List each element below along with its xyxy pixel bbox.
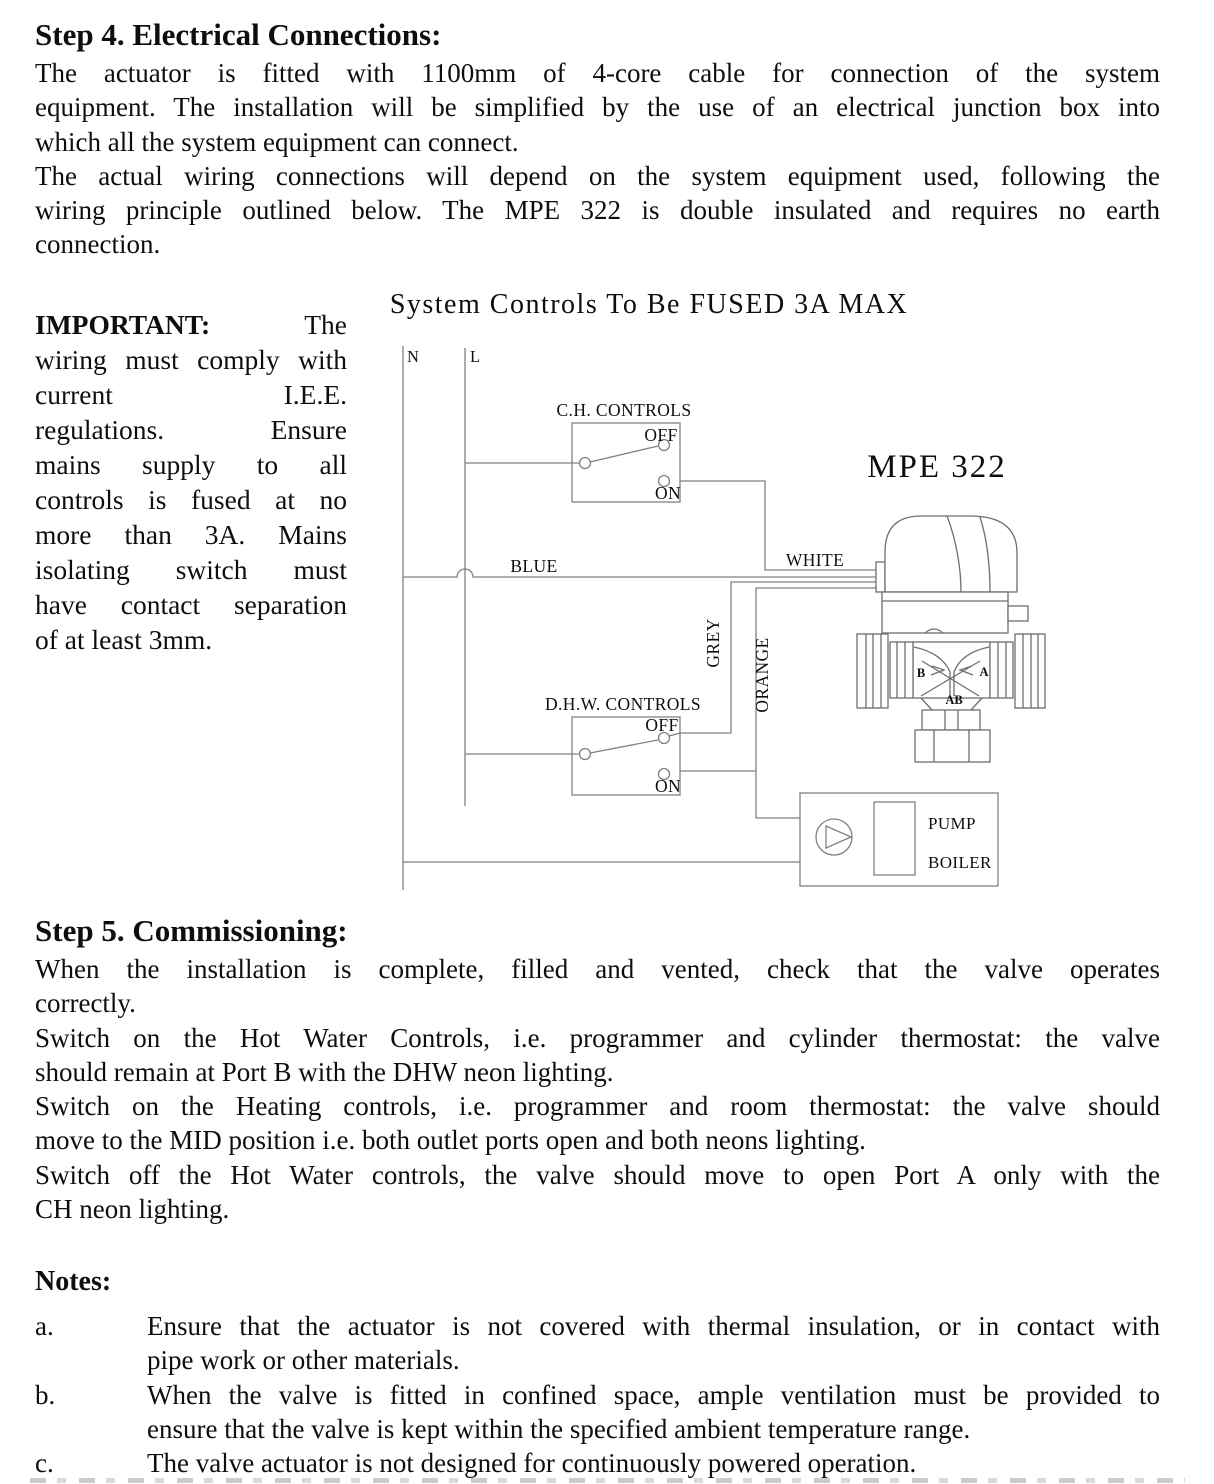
- wires: BLUE WHITE GREY ORANGE: [403, 480, 880, 863]
- text-line: When the installation is complete, fille…: [35, 954, 1160, 984]
- section-notes: Notes: a. Ensure that the actuator is no…: [35, 1264, 1160, 1480]
- boiler-element: [873, 801, 916, 876]
- blue-label: BLUE: [510, 556, 557, 576]
- text-line: When the valve is fitted in confined spa…: [147, 1379, 1160, 1410]
- pump-label: PUMP: [928, 814, 976, 833]
- note-item-label: b.: [35, 1379, 56, 1410]
- step4-paragraphs: The actuator is fitted with 1100mm of 4-…: [35, 56, 1160, 262]
- note-item: a. Ensure that the actuator is not cover…: [35, 1309, 1160, 1378]
- dhw-on-label: ON: [655, 776, 681, 796]
- port-ab-nut: [914, 729, 991, 763]
- note-item-label: a.: [35, 1311, 54, 1341]
- text-line: mains supply to all: [35, 449, 347, 480]
- notes-heading: Notes:: [35, 1266, 112, 1297]
- text-line: The actual wiring connections will depen…: [35, 160, 1160, 191]
- text-line: The actuator is fitted with 1100mm of 4-…: [35, 58, 1160, 88]
- port-a-label: A: [979, 665, 988, 679]
- text-line: IMPORTANT: The: [35, 307, 347, 342]
- text-line: connection.: [35, 229, 161, 260]
- notes-list: a. Ensure that the actuator is not cover…: [35, 1309, 1160, 1480]
- port-a-nut: [1014, 633, 1046, 709]
- text-line: wiring principle outlined below. The MPE…: [35, 195, 1160, 226]
- blue-wire: [403, 568, 880, 578]
- dhw-controls-switch: D.H.W. CONTROLS OFF ON: [465, 694, 701, 796]
- actuator-base: [881, 591, 1009, 634]
- port-a-arrow-icon: [958, 665, 974, 676]
- step5-heading: Step 5. Commissioning:: [35, 913, 348, 948]
- text-line: which all the system equipment can conne…: [35, 126, 519, 157]
- step5-paragraphs: When the installation is complete, fille…: [35, 952, 1160, 1226]
- text-line: have contact separation: [35, 589, 347, 620]
- section-step4: Step 4. Electrical Connections: The actu…: [35, 14, 1160, 262]
- text-line: isolating switch must: [35, 554, 347, 585]
- text-line: Switch on the Hot Water Controls, i.e. p…: [35, 1022, 1160, 1053]
- text-line: regulations. Ensure: [35, 414, 347, 445]
- text-line: move to the MID position i.e. both outle…: [35, 1125, 866, 1156]
- note-item: c. The valve actuator is not designed fo…: [35, 1446, 1160, 1480]
- port-b-arrow-icon: [930, 665, 946, 676]
- text-line: wiring must comply with: [35, 344, 347, 375]
- wiring-diagram: System Controls To Be FUSED 3A MAX N L B…: [390, 289, 1046, 890]
- actuator-side-tab: [1007, 605, 1029, 622]
- actuator-head: [884, 515, 1018, 593]
- neutral-label: N: [407, 347, 419, 366]
- text-line: ensure that the valve is kept within the…: [147, 1413, 971, 1444]
- ch-controls-label: C.H. CONTROLS: [556, 400, 691, 420]
- grey-label: GREY: [703, 618, 723, 667]
- text-line: Switch on the Heating controls, i.e. pro…: [35, 1091, 1160, 1122]
- important-note: IMPORTANT: The wiring must comply with c…: [35, 307, 347, 657]
- text-line: more than 3A. Mains: [35, 519, 347, 550]
- note-item: b. When the valve is fitted in confined …: [35, 1378, 1160, 1447]
- ch-off-label: OFF: [644, 425, 677, 445]
- note-item-label: c.: [35, 1448, 54, 1479]
- grey-wire: [680, 581, 880, 734]
- diagram-title: System Controls To Be FUSED 3A MAX: [390, 289, 908, 320]
- pump-icon: [815, 818, 853, 856]
- orange-label: ORANGE: [752, 637, 772, 712]
- boiler-label: BOILER: [928, 853, 992, 872]
- text-line: current I.E.E.: [35, 379, 347, 410]
- text-line: equipment. The installation will be simp…: [35, 92, 1160, 123]
- port-b-label: B: [917, 666, 925, 680]
- important-first-line-rest: The: [304, 309, 347, 340]
- section-step5: Step 5. Commissioning: When the installa…: [35, 910, 1160, 1226]
- orange-wire: [755, 587, 880, 819]
- ch-controls-switch: C.H. CONTROLS OFF ON: [465, 400, 691, 503]
- step4-heading: Step 4. Electrical Connections:: [35, 17, 442, 52]
- important-label: IMPORTANT:: [35, 309, 211, 340]
- text-line: CH neon lighting.: [35, 1194, 230, 1225]
- valve-actuator-drawing: MPE 322 B A AB: [856, 449, 1046, 763]
- text-line: Switch off the Hot Water controls, the v…: [35, 1159, 1160, 1190]
- actuator-model-label: MPE 322: [867, 449, 1007, 485]
- cable-gland: [875, 561, 886, 593]
- text-line: pipe work or other materials.: [147, 1345, 460, 1376]
- text-line: Ensure that the actuator is not covered …: [147, 1311, 1160, 1341]
- dhw-off-label: OFF: [645, 715, 678, 735]
- text-line: should remain at Port B with the DHW neo…: [35, 1056, 614, 1087]
- port-ab-label: AB: [945, 693, 962, 707]
- mains-rails: N L: [402, 346, 480, 890]
- text-line: of at least 3mm.: [35, 624, 213, 655]
- pump-boiler-box: PUMP BOILER: [799, 792, 999, 887]
- text-line: correctly.: [35, 988, 136, 1019]
- dhw-controls-label: D.H.W. CONTROLS: [545, 694, 701, 714]
- text-line: controls is fused at no: [35, 484, 347, 515]
- valve-body: [912, 641, 991, 699]
- text-line: The valve actuator is not designed for c…: [147, 1448, 917, 1479]
- white-label: WHITE: [786, 550, 844, 570]
- white-wire: [680, 480, 880, 571]
- ch-on-label: ON: [655, 483, 681, 503]
- live-label: L: [470, 347, 480, 366]
- clipped-next-line-artifact: [30, 1478, 1185, 1483]
